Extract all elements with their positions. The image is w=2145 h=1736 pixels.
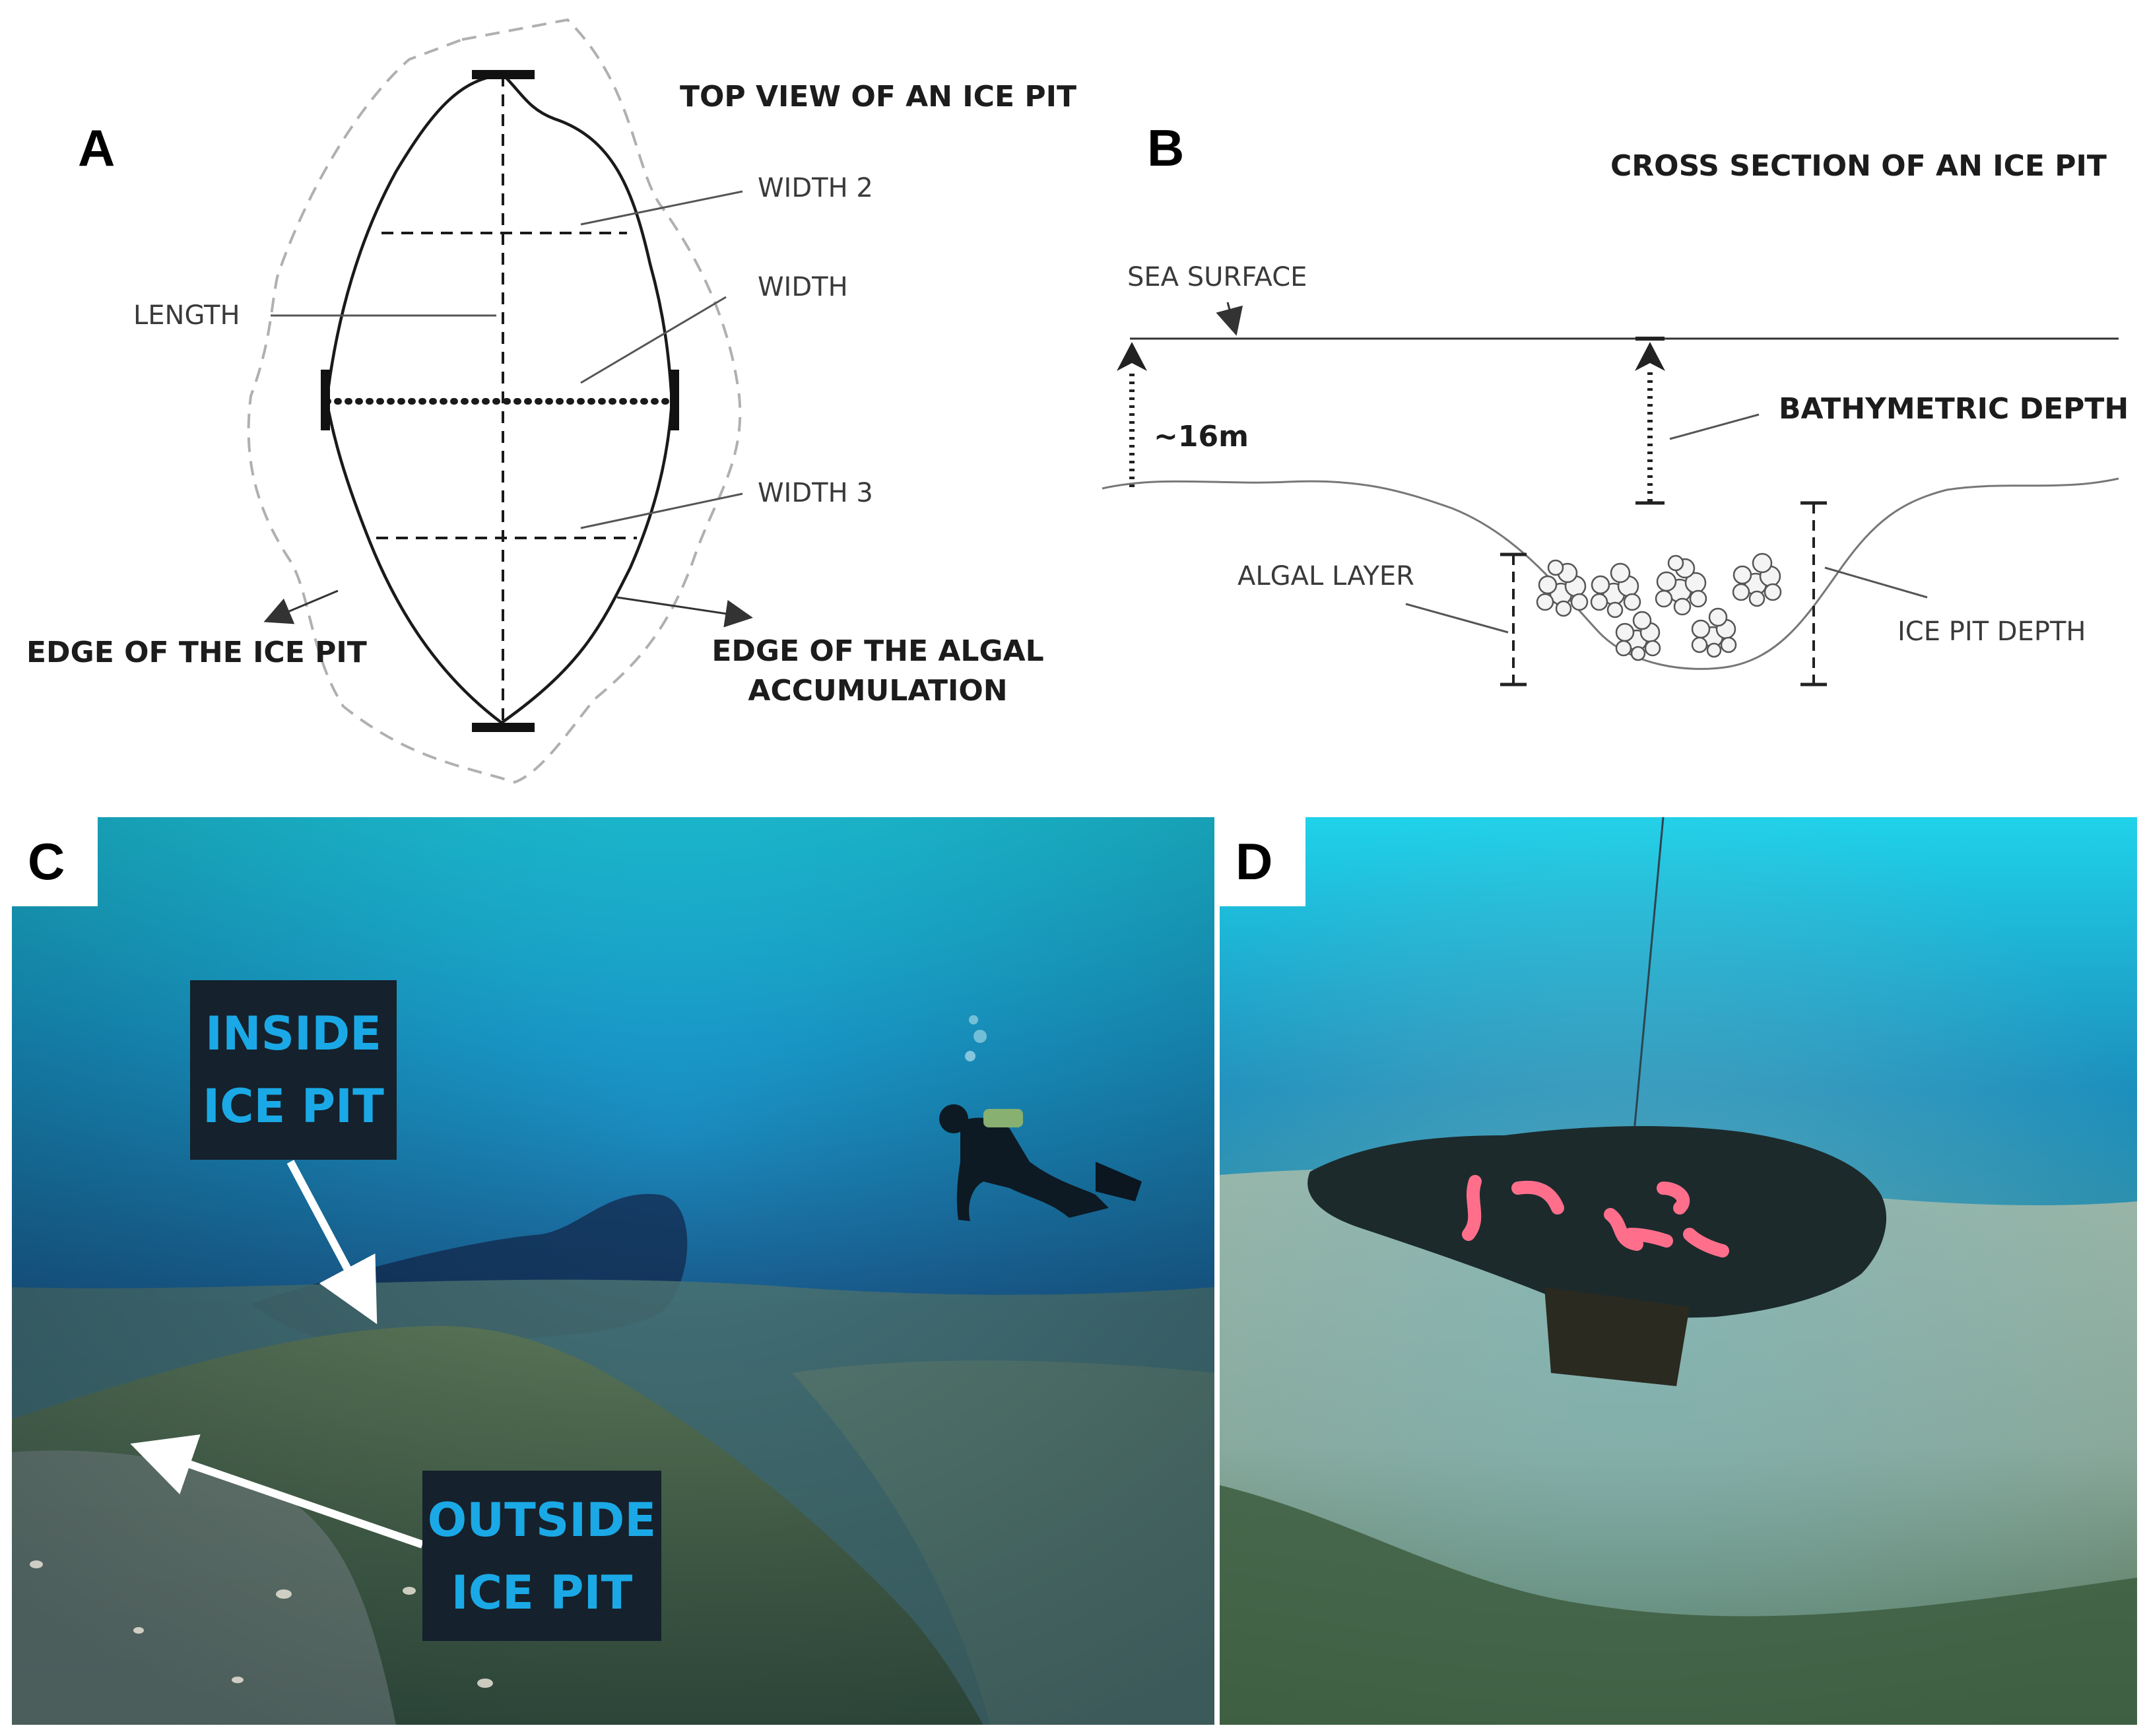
label-length: LENGTH (133, 300, 240, 331)
edge-algal-arrow (616, 596, 753, 628)
label-width2: WIDTH 2 (758, 173, 873, 203)
bathymetric-arrowhead (1635, 342, 1665, 371)
sea-surface-arrow (1216, 302, 1243, 336)
algal-layer-leader (1405, 603, 1509, 634)
width-leader (580, 296, 727, 384)
label-sea-surface: SEA SURFACE (1127, 262, 1307, 292)
depth-16m-arrowhead (1117, 342, 1147, 371)
label-edge-algal-line2: ACCUMULATION (748, 674, 1008, 708)
label-bathymetric-depth: BATHYMETRIC DEPTH (1779, 392, 2129, 426)
width3-leader (580, 492, 743, 529)
callout-outside-line1: OUTSIDE (427, 1493, 657, 1547)
label-width: WIDTH (758, 272, 848, 302)
label-depth-16m: ~16m (1154, 420, 1249, 453)
algal-mass (1307, 1125, 1887, 1318)
label-edge-ice-pit: EDGE OF THE ICE PIT (26, 636, 367, 669)
shell-debris (30, 1560, 493, 1688)
panel-letter-c: C (28, 832, 65, 890)
ice-pit-depth-leader (1824, 566, 1928, 599)
label-ice-pit-depth: ICE PIT DEPTH (1898, 617, 2086, 647)
label-edge-algal-line1: EDGE OF THE ALGAL (711, 634, 1044, 668)
panel-a-diagram (247, 18, 753, 784)
inside-ice-pit-arrow (286, 1160, 378, 1325)
callout-inside-line1: INSIDE (205, 1007, 381, 1061)
outside-ice-pit-arrow (130, 1434, 424, 1549)
algae-clumps-icon (1536, 552, 1782, 661)
panel-letter-a: A (78, 119, 116, 177)
panel-letter-d: D (1236, 832, 1273, 890)
panel-a-title: TOP VIEW OF AN ICE PIT (680, 80, 1076, 114)
label-width3: WIDTH 3 (758, 478, 873, 508)
panel-letter-c-box: C (12, 817, 98, 906)
callout-outside-ice-pit: OUTSIDE ICE PIT (422, 1471, 661, 1641)
panel-b-title: CROSS SECTION OF AN ICE PIT (1610, 149, 2107, 183)
diver-icon (939, 1015, 1142, 1221)
seabed-profile (1102, 477, 2119, 670)
panel-letter-b: B (1147, 119, 1185, 177)
algal-accumulation-outline (247, 18, 742, 784)
pink-tape-markers (1462, 1175, 1729, 1257)
label-algal-layer: ALGAL LAYER (1238, 561, 1414, 591)
panel-d-photo (1220, 817, 2137, 1725)
callout-inside-line2: ICE PIT (203, 1079, 384, 1133)
ice-pit-edge-outline (325, 73, 674, 725)
panel-letter-d-box: D (1220, 817, 1305, 906)
callout-inside-ice-pit: INSIDE ICE PIT (190, 980, 397, 1160)
bathymetric-leader (1669, 413, 1760, 440)
callout-outside-line2: ICE PIT (451, 1566, 633, 1620)
rope-line (1629, 817, 1665, 1176)
panel-b-diagram (1102, 302, 2119, 686)
edge-ice-pit-arrow (263, 589, 339, 624)
width2-leader (580, 190, 743, 226)
